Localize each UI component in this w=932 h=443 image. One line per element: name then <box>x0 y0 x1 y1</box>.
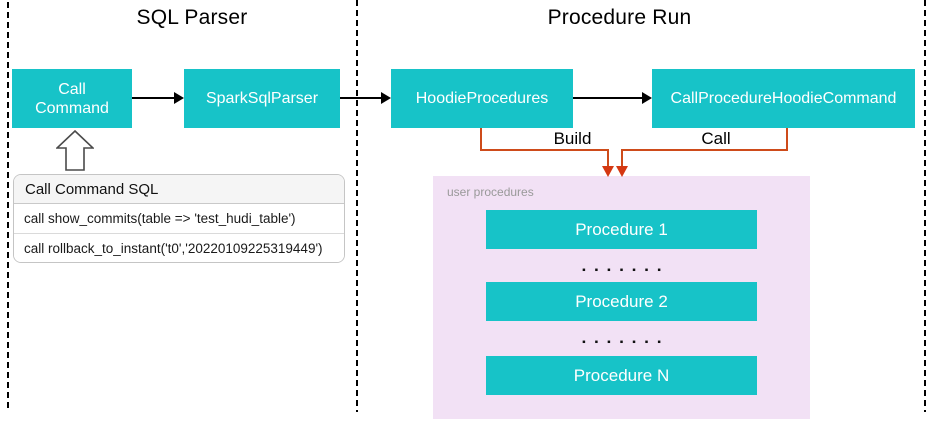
procedure-box: Procedure 2 <box>486 282 757 321</box>
block-arrow-up-icon <box>56 130 94 171</box>
sql-table-row: call show_commits(table => 'test_hudi_ta… <box>14 204 344 233</box>
node-call-command: Call Command <box>12 69 132 128</box>
edge-label-call: Call <box>701 129 731 148</box>
sql-table-row: call rollback_to_instant('t0','202201092… <box>14 233 344 262</box>
procedure-box: Procedure 1 <box>486 210 757 249</box>
arrow-line <box>340 97 383 99</box>
section-title-sql-parser: SQL Parser <box>136 6 248 29</box>
sql-table-header: Call Command SQL <box>14 175 344 204</box>
section-title-procedure-run: Procedure Run <box>547 6 692 29</box>
divider-right <box>924 0 926 412</box>
arrowhead-right-icon <box>381 92 391 104</box>
edge-label-build: Build <box>553 129 592 148</box>
dots-separator: ▪▪▪▪▪▪▪ <box>582 265 670 276</box>
arrow-line <box>573 97 644 99</box>
sql-table: Call Command SQL call show_commits(table… <box>13 174 345 263</box>
arrowhead-right-icon <box>174 92 184 104</box>
divider-left <box>7 2 9 412</box>
user-procedures-label: user procedures <box>447 185 534 199</box>
arrow-line <box>132 97 176 99</box>
node-call-procedure-hoodie-command: CallProcedureHoodieCommand <box>652 69 915 128</box>
dots-separator: ▪▪▪▪▪▪▪ <box>582 337 670 348</box>
node-spark-sql-parser: SparkSqlParser <box>184 69 340 128</box>
divider-middle <box>356 0 358 412</box>
arrowhead-right-icon <box>642 92 652 104</box>
procedure-box: Procedure N <box>486 356 757 395</box>
user-procedures-panel: user procedures Procedure 1 ▪▪▪▪▪▪▪ Proc… <box>433 176 810 419</box>
node-hoodie-procedures: HoodieProcedures <box>391 69 573 128</box>
